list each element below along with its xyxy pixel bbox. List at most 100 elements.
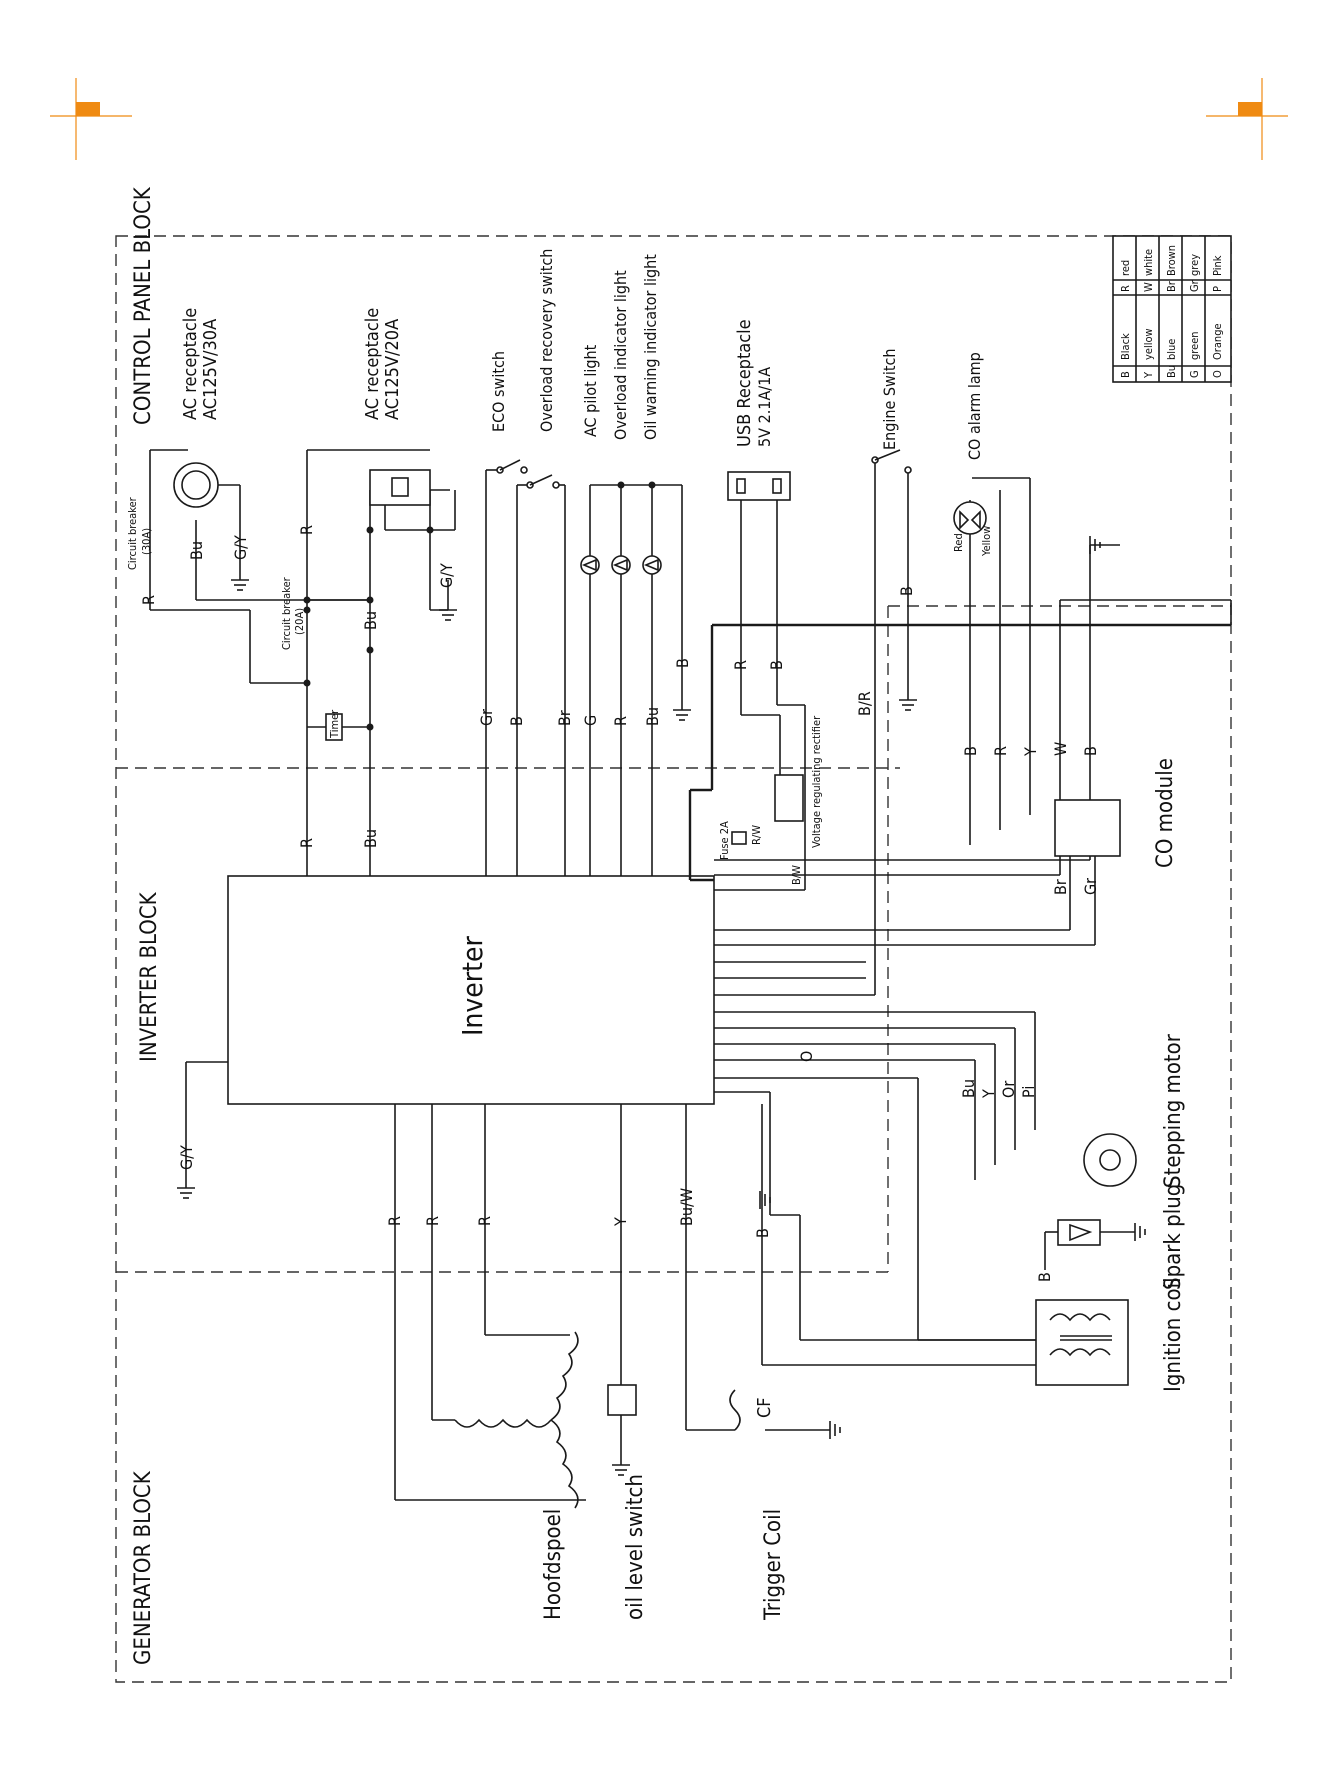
wire-label-br: Br [1051,879,1070,895]
legend-code: G [1188,370,1201,378]
wire-label-b: B [897,586,916,596]
ac20-name: AC receptacle [362,308,383,420]
inverter-block-title: INVERTER BLOCK [137,891,162,1062]
breaker30-name: Circuit breaker [126,496,139,570]
stepping-motor [1083,1133,1137,1187]
legend-code2: W [1142,282,1155,292]
generator-wiring [185,1061,830,1509]
co-module-box [1054,799,1121,857]
overload-indicator-light [611,555,631,575]
wire-label-b: B [767,660,786,670]
wire-label-o: O [797,1051,816,1062]
oil-level-switch-label: oil level switch [623,1474,648,1620]
wire-label-b: B [673,658,692,668]
wire-label-bu: Bu [361,611,380,630]
wire-label-r: R [385,1216,404,1226]
wire-label-w: W [1051,742,1070,756]
legend-code2: R [1119,285,1132,292]
ground-symbol [177,1187,195,1199]
legend-code: B [1119,371,1132,378]
engine-switch [871,449,912,474]
ac-pilot-light [580,555,600,575]
wire-label-br: B/R [855,691,874,716]
co-lamp-yellow-label: Yellow [980,526,993,557]
fuse-label: Fuse 2A [718,821,731,860]
ignition-coil-label: Ignition coil [1161,1277,1186,1392]
co-alarm-lamp [953,501,987,535]
ground-symbol [612,1464,630,1476]
ac30-rating: AC125V/30A [200,319,221,420]
voltage-regulating-rectifier-box [774,774,804,822]
control-panel-wiring [149,449,1232,1341]
ac-pilot-light-label: AC pilot light [581,344,600,437]
legend-name2: Pink [1211,255,1224,276]
wire-label-r: R [139,595,158,605]
ground-symbols [177,536,1146,1476]
inverter-label: Inverter [456,935,489,1036]
legend-name2: red [1119,260,1132,276]
wire-label-gy: G/Y [437,563,456,588]
wire-label-bu: Bu [643,707,662,726]
spark-plug-label: Spark plug [1161,1184,1186,1290]
generator-block-title: GENERATOR BLOCK [131,1470,156,1665]
legend-name2: Brown [1165,245,1178,276]
crop-marks [50,78,1288,160]
ground-symbol [673,709,691,721]
legend-name: blue [1165,339,1178,360]
ac30-name: AC receptacle [180,308,201,420]
wire-label-gr: Gr [1081,878,1100,895]
legend-code: Y [1142,371,1155,379]
ground-symbol [829,1421,841,1439]
cf-label: CF [754,1397,775,1418]
ground-symbol [899,699,917,711]
wire-label-gy: G/Y [177,1145,196,1170]
co-alarm-lamp-label: CO alarm lamp [965,352,984,460]
wire-label-bu: Bu [361,829,380,848]
legend-code2: Br [1165,280,1178,292]
wire-label-g: G [581,715,600,726]
ground-symbol [1134,1223,1146,1241]
ac20-rating: AC125V/20A [382,319,403,420]
breaker20-rating: (20A) [293,608,306,635]
wire-label-r: R [611,716,630,726]
legend-name: green [1188,331,1201,360]
ground-symbol [759,1191,771,1209]
legend-name: Orange [1211,323,1224,360]
wire-label-r: R [423,1216,442,1226]
wire-label-r: R [991,746,1010,756]
wire-label-r: R [475,1216,494,1226]
wire-label-bu: Bu [959,1079,978,1098]
legend-name: Black [1119,333,1132,360]
wire-label-buw: Bu/W [677,1188,696,1226]
wire-label-pi: Pi [1019,1086,1038,1098]
wire-label-or: Or [999,1081,1018,1098]
inverter-box [227,875,715,1105]
ground-symbol [1089,536,1101,554]
oil-warning-indicator-light [642,555,662,575]
overload-recovery-switch [526,474,560,489]
wire-label-bw: B/W [790,865,803,885]
legend-code2: P [1211,286,1224,292]
wire-label-y: Y [1021,747,1040,757]
wire-label-gr: Gr [477,709,496,726]
wire-label-b: B [507,716,526,726]
wire-label-rw: R/W [750,825,763,845]
wire-label-b: B [753,1228,772,1238]
usb-receptacle-rating: 5V 2.1A/1A [755,367,774,447]
eco-switch-label: ECO switch [489,351,508,432]
wire-label-br: Br [555,710,574,726]
ground-symbol [231,579,249,591]
legend-code: O [1211,370,1224,378]
ac-receptacle-20a [369,469,431,506]
co-module-label: CO module [1153,758,1178,868]
wire-label-y: Y [979,1089,998,1099]
block-borders [115,235,1232,1683]
hoofdspoel-label: Hoofdspoel [541,1509,566,1620]
legend-code2: Gr [1188,279,1201,292]
timer-label: Timer [328,709,341,739]
wire-label-r: R [297,838,316,848]
overload-recovery-switch-label: Overload recovery switch [537,249,556,432]
fuse-box [731,831,747,845]
ignition-coil [1035,1299,1129,1386]
oil-warning-indicator-light-label: Oil warning indicator light [641,254,660,440]
